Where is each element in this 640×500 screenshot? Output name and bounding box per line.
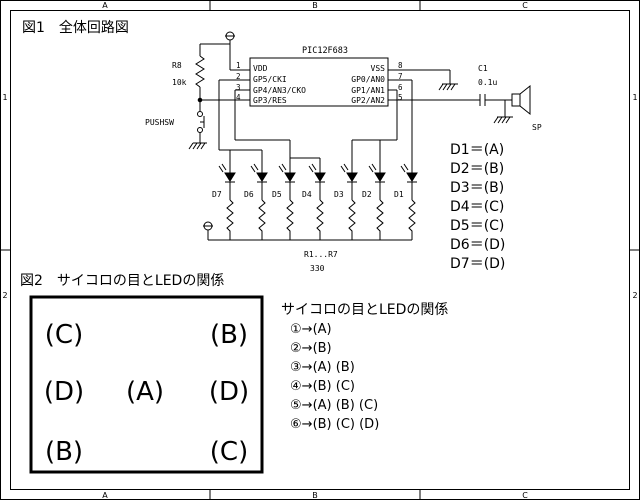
dice-bottom-left: (B) <box>45 437 83 467</box>
ic-pin-8-label: VSS <box>371 64 386 73</box>
ic-pin-8-num: 8 <box>398 61 403 70</box>
ic-pin-4-label: GP3/RES <box>253 96 287 105</box>
table-row-5: ⑤→(A) (B) (C) <box>290 398 378 413</box>
resistor-7 <box>226 199 234 240</box>
legend-d3: D3＝(B) <box>450 180 504 196</box>
resistor-1 <box>408 199 416 240</box>
resistor-4 <box>316 199 324 240</box>
table-row-1: ①→(A) <box>290 322 332 337</box>
legend-d2: D2＝(B) <box>450 161 504 177</box>
dice-bottom-right: (C) <box>210 437 248 467</box>
table-row-6: ⑥→(B) (C) (D) <box>290 417 379 432</box>
led-label-d2: D2 <box>362 190 372 199</box>
ic-pin-7-label: GP0/AN0 <box>351 75 385 84</box>
table-row-4: ④→(B) (C) <box>290 379 355 394</box>
legend-d1: D1＝(A) <box>450 142 504 158</box>
resistor-array-name: R1...R7 <box>304 250 338 259</box>
resistor-5 <box>286 199 294 240</box>
led-label-d1: D1 <box>394 190 404 199</box>
led-d2: D2 <box>362 163 386 200</box>
ic-pic12f683: PIC12F683 VDD GP5/CKI GP4/AN3/CKO GP3/RE… <box>236 46 403 107</box>
fig1-title: 図1 全体回路図 <box>22 19 129 36</box>
dice-face: (C) (B) (D) (A) (D) (B) (C) <box>29 295 264 474</box>
col-label-a-bottom: A <box>102 491 108 500</box>
dice-mid-right: (D) <box>209 377 249 407</box>
pushsw-label: PUSHSW <box>145 118 174 127</box>
led-label-d6: D6 <box>244 190 254 199</box>
ic-pin-6-label: GP1/AN1 <box>351 86 385 95</box>
ic-pin-6-num: 6 <box>398 83 403 92</box>
col-label-b-bottom: B <box>312 491 318 500</box>
row-label-1-left: 1 <box>2 93 7 102</box>
row-label-2-right: 2 <box>632 291 637 300</box>
led-d7: D7 <box>212 163 236 200</box>
ic-pin-1-num: 1 <box>236 61 241 70</box>
dice-top-left: (C) <box>45 320 83 350</box>
r8-name: R8 <box>172 61 182 70</box>
table-row-2: ②→(B) <box>290 341 332 356</box>
circuit-wires <box>188 31 513 241</box>
r8-value: 10k <box>172 78 187 87</box>
led-label-d7: D7 <box>212 190 222 199</box>
resistor-array <box>226 199 416 240</box>
resistor-3 <box>348 199 356 240</box>
legend-d4: D4＝(C) <box>450 199 504 215</box>
ic-pin-2-label: GP5/CKI <box>253 75 287 84</box>
dice-top-right: (B) <box>210 320 248 350</box>
ic-pin-7-num: 7 <box>398 72 403 81</box>
speaker-label: SP <box>532 123 542 132</box>
dice-led-table: サイコロの目とLEDの関係 ①→(A) ②→(B) ③→(A) (B) ④→(B… <box>281 302 448 432</box>
led-d3: D3 <box>334 163 358 200</box>
col-label-a-top: A <box>102 1 108 10</box>
dice-center: (A) <box>126 377 164 407</box>
ic-pin-1-label: VDD <box>253 64 268 73</box>
led-d5: D5 <box>272 163 296 200</box>
led-array: D7 D6 D5 D4 D3 D2 D1 <box>212 163 418 200</box>
led-d1: D1 <box>394 163 418 200</box>
fig2-title: 図2 サイコロの目とLEDの関係 <box>20 273 224 289</box>
ic-name: PIC12F683 <box>302 46 348 56</box>
legend-d6: D6＝(D) <box>450 237 505 253</box>
ic-pin-5-num: 5 <box>398 93 403 102</box>
ic-pin-3-label: GP4/AN3/CKO <box>253 86 306 95</box>
row-label-1-right: 1 <box>632 93 637 102</box>
legend-d5: D5＝(C) <box>450 218 504 234</box>
table-title: サイコロの目とLEDの関係 <box>281 302 448 318</box>
resistor-2 <box>376 199 384 240</box>
c1-value: 0.1u <box>478 78 497 87</box>
led-group-legend: D1＝(A) D2＝(B) D3＝(B) D4＝(C) D5＝(C) D6＝(D… <box>450 142 505 272</box>
speaker-symbol: SP <box>511 84 542 132</box>
led-label-d5: D5 <box>272 190 282 199</box>
dice-mid-left: (D) <box>44 377 84 407</box>
component-labels: R8 10k PUSHSW C1 0.1u R1...R7 330 <box>145 61 497 273</box>
table-row-3: ③→(A) (B) <box>290 360 355 375</box>
col-label-c-bottom: C <box>522 491 528 500</box>
led-label-d4: D4 <box>302 190 312 199</box>
led-d4: D4 <box>302 163 326 200</box>
row-label-2-left: 2 <box>2 291 7 300</box>
ic-pin-5-label: GP2/AN2 <box>351 96 385 105</box>
ic-pin-4-num: 4 <box>236 93 241 102</box>
col-label-b-top: B <box>312 1 318 10</box>
resistor-array-value: 330 <box>310 264 325 273</box>
led-label-d3: D3 <box>334 190 344 199</box>
ic-pin-2-num: 2 <box>236 72 241 81</box>
c1-name: C1 <box>478 64 488 73</box>
led-d6: D6 <box>244 163 268 200</box>
ic-pin-3-num: 3 <box>236 83 241 92</box>
resistor-6 <box>258 199 266 240</box>
legend-d7: D7＝(D) <box>450 256 505 272</box>
col-label-c-top: C <box>522 1 528 10</box>
